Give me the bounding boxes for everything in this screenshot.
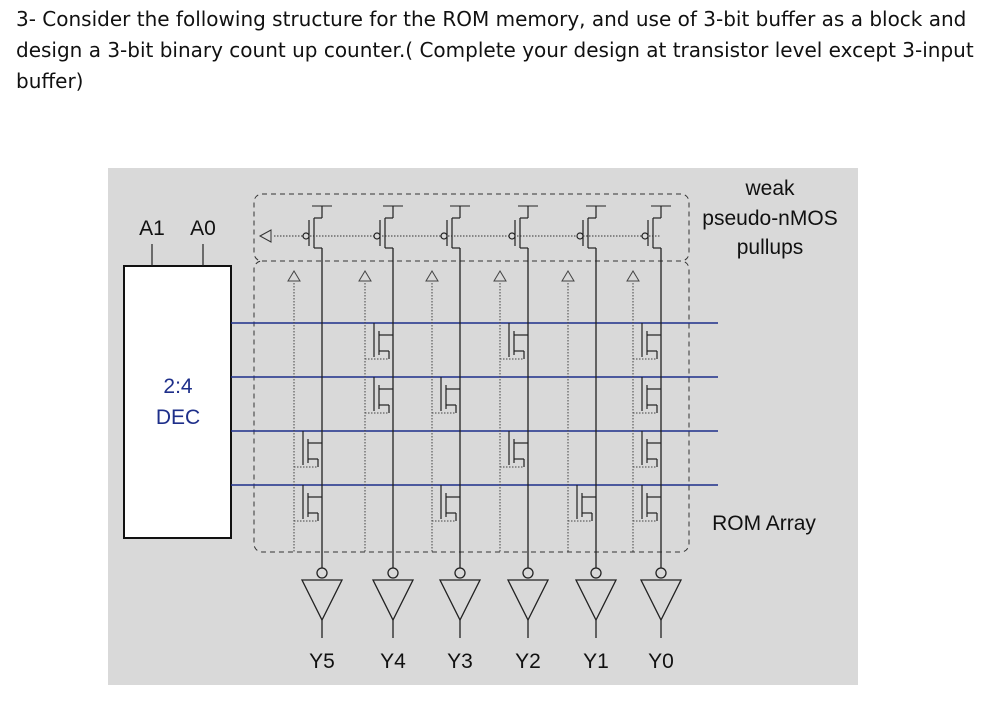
- ground-arrow-icon: [493, 270, 507, 282]
- inverter-triangle: [639, 579, 683, 622]
- rom-cells: [294, 323, 661, 522]
- pullup-gate-bubble: [302, 232, 310, 240]
- cell-r3-c2: [432, 485, 460, 522]
- cell-r3-c4: [568, 485, 596, 522]
- ground-arrow-icon: [358, 270, 372, 282]
- question-line-2: design a 3-bit binary count up counter.(…: [16, 38, 974, 62]
- inverter-triangle: [574, 579, 618, 622]
- inverter-bubble: [316, 567, 328, 579]
- pullup-gate-bubble: [508, 232, 516, 240]
- column-y0: [626, 205, 683, 638]
- rom-diagram-svg: A1 A0 2:4 DEC weak pseudo-nMOS pullups R…: [108, 168, 858, 685]
- rom-array-region: [253, 260, 690, 553]
- pullup-gate-bubble: [440, 232, 448, 240]
- inverter-bubble: [454, 567, 466, 579]
- a0-label: A0: [190, 217, 216, 240]
- pullup-label-pseudo-nmos: pseudo-nMOS: [702, 207, 837, 230]
- inverter-triangle: [300, 579, 344, 622]
- output-label-y3: Y3: [447, 650, 473, 673]
- output-label-y1: Y1: [583, 650, 609, 673]
- decoder-block: [123, 265, 232, 539]
- ground-arrow-icon: [287, 270, 301, 282]
- pullup-label-pullups: pullups: [737, 236, 804, 259]
- a1-label: A1: [139, 217, 165, 240]
- rom-array-label: ROM Array: [712, 512, 816, 535]
- pullup-gate-bubble: [641, 232, 649, 240]
- decoder-label-ratio: 2:4: [163, 375, 193, 398]
- output-labels: Y5 Y4 Y3 Y2 Y1 Y0: [309, 650, 674, 673]
- pullup-gate-bubble: [373, 232, 381, 240]
- inverter-triangle: [438, 579, 482, 622]
- inverter-bubble: [387, 567, 399, 579]
- cell-r0-c1: [365, 323, 393, 360]
- column-y4: [358, 205, 415, 638]
- cell-r1-c5: [633, 377, 661, 414]
- output-label-y2: Y2: [515, 650, 541, 673]
- column-y5: [287, 205, 344, 638]
- cell-r1-c2: [432, 377, 460, 414]
- rom-diagram: A1 A0 2:4 DEC weak pseudo-nMOS pullups R…: [108, 168, 858, 685]
- column-y2: [493, 205, 550, 638]
- decoder-label-dec: DEC: [156, 406, 200, 429]
- inverter-bubble: [655, 567, 667, 579]
- question-line-1: 3- Consider the following structure for …: [16, 7, 967, 31]
- column-y1: [561, 205, 618, 638]
- ground-arrow-icon: [425, 270, 439, 282]
- cell-r2-c0: [294, 431, 322, 468]
- question-text: 3- Consider the following structure for …: [16, 4, 974, 97]
- diagram-background: [108, 168, 858, 685]
- cell-r0-c3: [500, 323, 528, 360]
- cell-r0-c5: [633, 323, 661, 360]
- inverter-bubble: [522, 567, 534, 579]
- cell-r3-c0: [294, 485, 322, 522]
- cell-r3-c5: [633, 485, 661, 522]
- question-line-3: buffer): [16, 69, 84, 93]
- inverter-triangle: [506, 579, 550, 622]
- output-label-y4: Y4: [380, 650, 406, 673]
- word-lines: [231, 322, 718, 486]
- cell-r2-c5: [633, 431, 661, 468]
- ground-arrow-icon: [626, 270, 640, 282]
- inverter-triangle: [371, 579, 415, 622]
- cell-r1-c1: [365, 377, 393, 414]
- ground-arrow-icon: [258, 229, 272, 243]
- column-y3: [425, 205, 482, 638]
- pullup-label-weak: weak: [744, 177, 795, 200]
- inverter-bubble: [590, 567, 602, 579]
- output-label-y0: Y0: [648, 650, 674, 673]
- cell-r2-c3: [500, 431, 528, 468]
- ground-arrow-icon: [561, 270, 575, 282]
- pullup-gate-bubble: [576, 232, 584, 240]
- output-label-y5: Y5: [309, 650, 335, 673]
- bit-columns: [287, 205, 683, 638]
